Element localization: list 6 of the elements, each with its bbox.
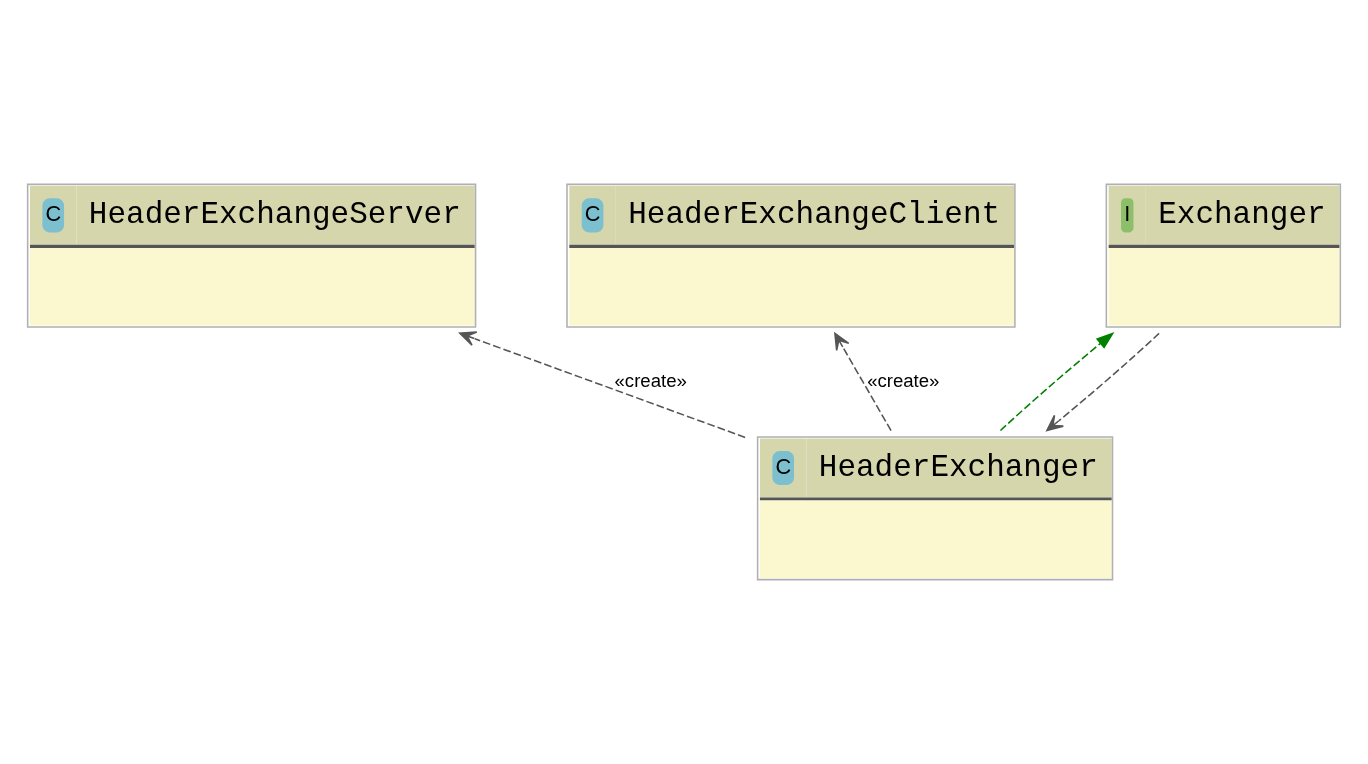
arrow <box>459 331 746 439</box>
arrow <box>999 331 1115 432</box>
arrow <box>834 332 892 432</box>
edge-label: «create» <box>614 369 687 391</box>
edge-label: «create» <box>867 369 940 391</box>
arrow <box>1046 332 1160 432</box>
